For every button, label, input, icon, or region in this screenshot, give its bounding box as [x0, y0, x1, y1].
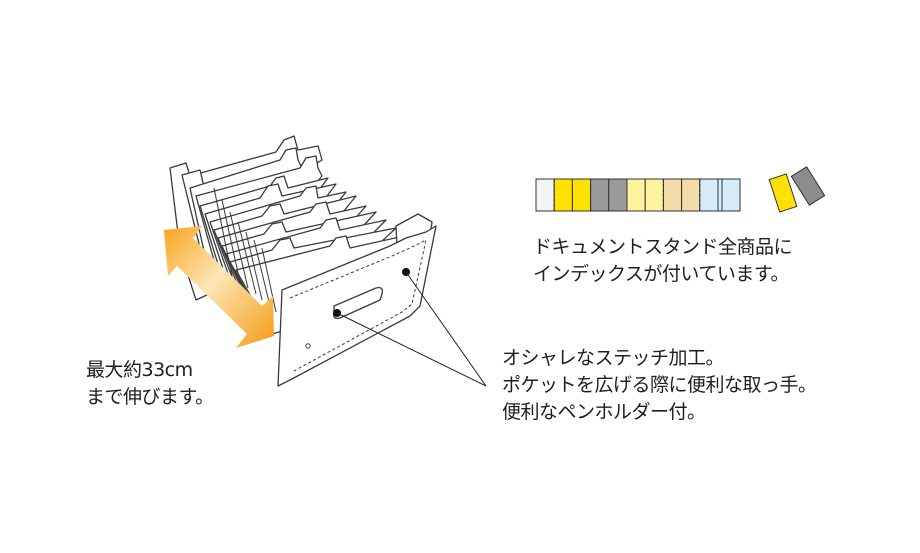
index-swatch-row	[535, 166, 826, 213]
index-swatch	[571, 178, 592, 212]
index-swatch	[681, 178, 701, 212]
leader-lines	[336, 271, 487, 387]
feature-handle: ポケットを広げる際に便利な取っ手。	[502, 374, 817, 396]
index-swatch	[662, 178, 683, 212]
index-tab	[768, 173, 798, 213]
index-swatch	[644, 178, 664, 212]
index-swatch	[535, 178, 555, 212]
index-swatch	[699, 178, 719, 212]
index-swatch	[608, 178, 628, 212]
index-note-line-1: ドキュメントスタンド全商品に	[533, 236, 793, 258]
index-swatch	[626, 178, 646, 212]
index-note-line-2: インデックスが付いています。	[533, 263, 789, 285]
index-tab	[790, 166, 826, 206]
index-swatch	[590, 178, 610, 212]
feature-list: オシャレなステッチ加工。 ポケットを広げる際に便利な取っ手。 便利なペンホルダー…	[502, 345, 817, 426]
index-swatch	[721, 178, 741, 212]
max-length-note: 最大約33cm まで伸びます。	[86, 357, 214, 411]
feature-pen-holder: 便利なペンホルダー付。	[502, 401, 706, 423]
feature-stitching: オシャレなステッチ加工。	[502, 347, 725, 369]
max-length-line-1: 最大約33cm	[86, 359, 193, 381]
max-length-line-2: まで伸びます。	[86, 386, 214, 408]
index-swatch	[553, 178, 573, 212]
index-note: ドキュメントスタンド全商品に インデックスが付いています。	[533, 234, 793, 288]
expansion-arrow	[164, 226, 274, 348]
